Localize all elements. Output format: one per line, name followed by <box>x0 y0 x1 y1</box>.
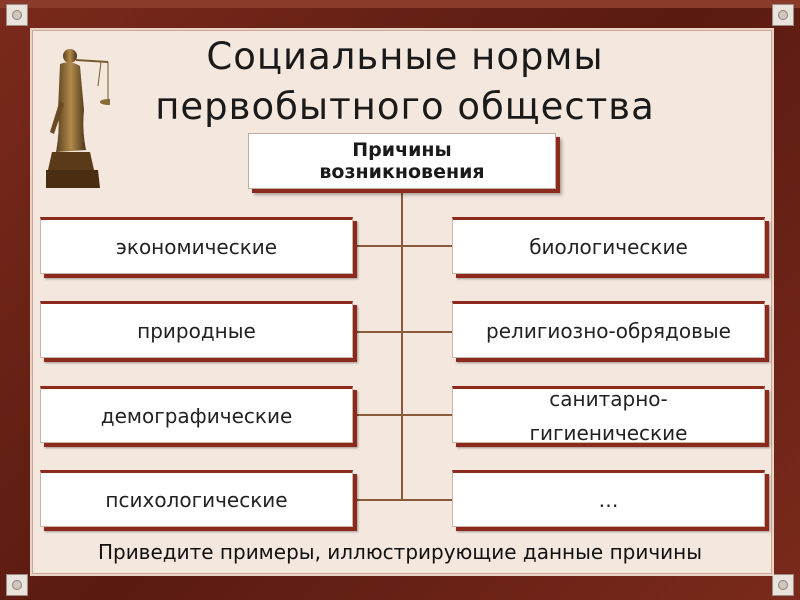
cause-label: экономические <box>115 234 278 259</box>
corner-screw <box>772 574 794 596</box>
header-line-2: возникновения <box>319 161 485 183</box>
title-line-1: Социальные нормы <box>206 35 604 78</box>
causes-header-box: Причины возникновения <box>248 133 556 189</box>
cause-box-natural: природные <box>40 301 353 358</box>
cause-label: религиозно-обрядовые <box>486 318 731 343</box>
cause-label: … <box>598 487 619 512</box>
cause-label: санитарно-гигиенические <box>529 386 688 445</box>
cause-box-psychological: психологические <box>40 470 353 527</box>
cause-label: демографические <box>100 403 293 428</box>
cause-box-more: … <box>452 470 765 527</box>
branch-connector <box>355 245 455 247</box>
title-line-2: первобытного общества <box>155 85 655 128</box>
task-prompt: Приведите примеры, иллюстрирующие данные… <box>97 540 703 564</box>
cause-box-sanitary: санитарно-гигиенические <box>452 386 765 445</box>
slide-title: Социальные нормы первобытного общества <box>100 32 710 132</box>
corner-screw <box>772 4 794 26</box>
corner-screw <box>6 4 28 26</box>
cause-box-religious: религиозно-обрядовые <box>452 301 765 358</box>
cause-box-economic: экономические <box>40 217 353 274</box>
branch-connector <box>355 499 455 501</box>
cause-label: психологические <box>105 487 288 512</box>
corner-screw <box>6 574 28 596</box>
branch-connector <box>355 414 455 416</box>
cause-label: биологические <box>529 234 688 259</box>
header-line-1: Причины <box>352 139 452 161</box>
cause-label: природные <box>137 318 256 343</box>
trunk-connector <box>401 189 403 501</box>
themis-statue-icon <box>46 49 110 188</box>
branch-connector <box>355 331 455 333</box>
cause-box-biological: биологические <box>452 217 765 274</box>
cause-box-demographic: демографические <box>40 386 353 443</box>
top-strip <box>0 0 800 8</box>
